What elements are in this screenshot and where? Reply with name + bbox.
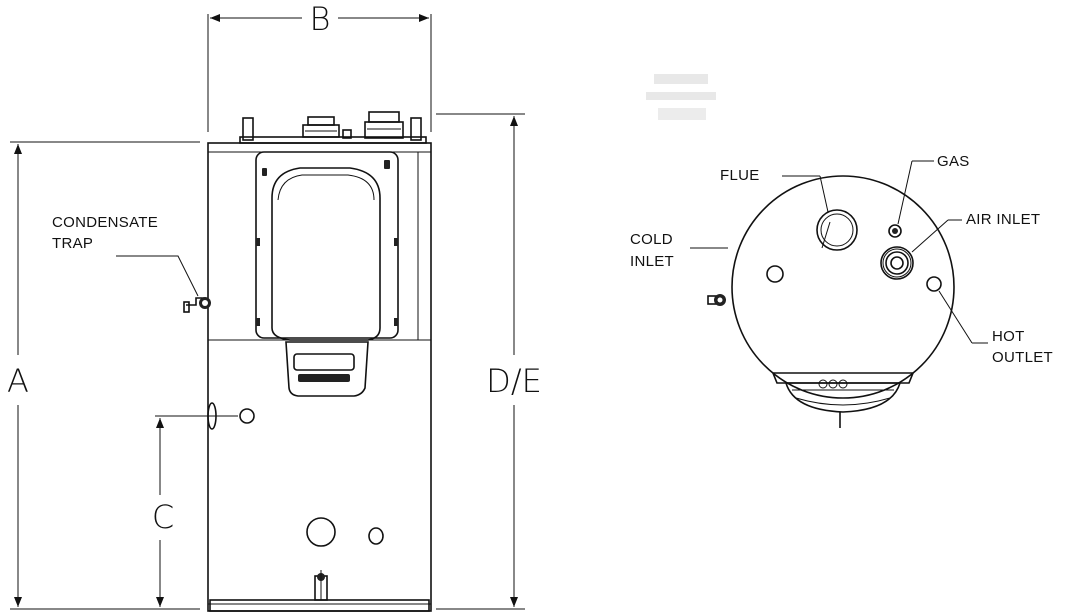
front-bracket [771, 372, 915, 428]
condensate-trap-label-line1: CONDENSATE [52, 214, 158, 231]
cold-inlet-callout: COLD INLET [630, 231, 728, 270]
dimension-de-label: D/E [486, 362, 542, 400]
flue-callout: FLUE [720, 167, 829, 213]
side-port [207, 402, 255, 430]
hot-outlet-port [926, 276, 942, 292]
faint-marks [646, 74, 716, 120]
cold-inlet-label-line2: INLET [630, 253, 674, 270]
cold-inlet-port [766, 265, 784, 283]
top-view: FLUE GAS AIR INLET COLD INLET HOT OUTLET [630, 74, 1053, 428]
top-fittings [239, 111, 427, 144]
dimension-c: C [152, 415, 238, 607]
dimension-a: A [7, 141, 200, 610]
air-inlet-label: AIR INLET [966, 211, 1040, 228]
condensate-trap-top [707, 294, 726, 306]
air-inlet-port [880, 246, 914, 280]
front-view: B A C D/E [7, 0, 542, 612]
dimension-b: B [207, 0, 432, 132]
hot-outlet-label-line1: HOT [992, 328, 1025, 345]
flue-label: FLUE [720, 167, 760, 184]
dimension-b-label: B [310, 0, 331, 38]
air-inlet-callout: AIR INLET [911, 211, 1040, 253]
tank-top-outline [731, 175, 955, 399]
front-ports [306, 517, 384, 601]
condensate-trap-label-line2: TRAP [52, 235, 93, 252]
gas-port [888, 224, 902, 238]
hot-outlet-callout: HOT OUTLET [938, 290, 1053, 366]
flue-port [816, 209, 858, 251]
dimension-c-label: C [152, 498, 174, 536]
dimension-a-label: A [7, 362, 29, 400]
hot-outlet-label-line2: OUTLET [992, 349, 1053, 366]
condensate-trap [183, 297, 211, 313]
dimension-de: D/E [436, 113, 542, 610]
cold-inlet-label-line1: COLD [630, 231, 673, 248]
control-panel [255, 151, 399, 397]
gas-callout: GAS [897, 153, 970, 225]
gas-label: GAS [937, 153, 970, 170]
condensate-trap-callout: CONDENSATE TRAP [52, 214, 199, 297]
heater-cabinet [207, 142, 432, 612]
